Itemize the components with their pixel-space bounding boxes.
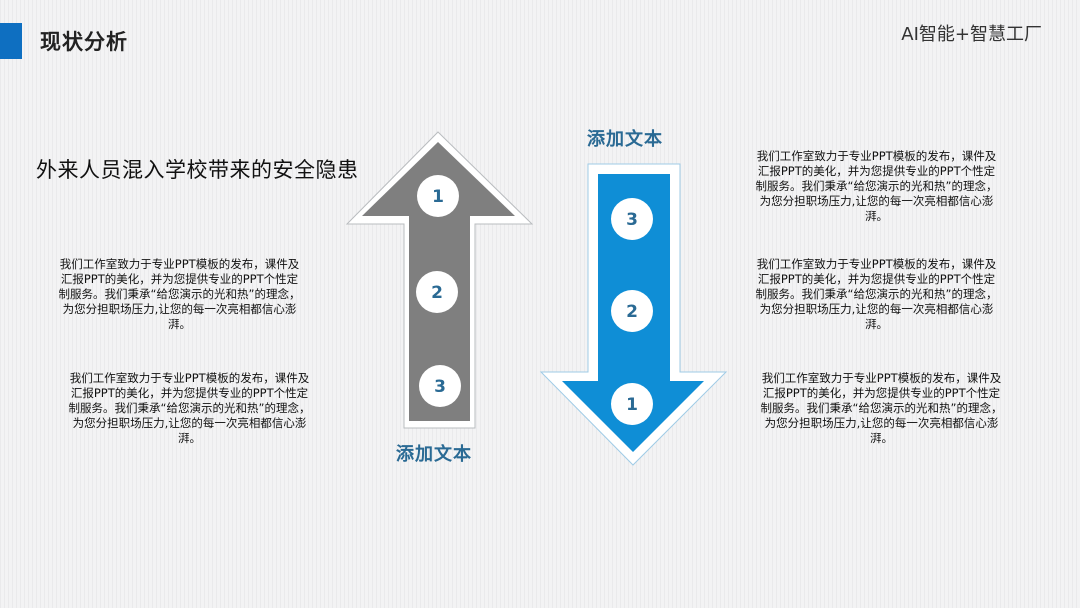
down-step-circle-2 (611, 290, 653, 332)
header-accent-bar (0, 23, 22, 59)
right-paragraph-1: 我们工作室致力于专业PPT模板的发布，课件及汇报PPT的美化，并为您提供专业的P… (755, 149, 998, 223)
up-step-circle-3 (419, 365, 461, 407)
up-step-circle-1 (417, 175, 459, 217)
slide-subtitle: 外来人员混入学校带来的安全隐患 (36, 158, 359, 182)
left-paragraph-1: 我们工作室致力于专业PPT模板的发布，课件及汇报PPT的美化，并为您提供专业的P… (58, 257, 301, 331)
up-step-number-3: 3 (434, 377, 446, 397)
down-step-number-1: 3 (626, 210, 638, 230)
brand-text: AI智能+智慧工厂 (901, 24, 1042, 45)
down-step-circle-3 (611, 383, 653, 425)
down-step-number-2: 2 (626, 302, 638, 322)
down-arrow-label: 添加文本 (587, 129, 663, 150)
up-step-number-1: 1 (432, 187, 444, 207)
up-arrow-label: 添加文本 (396, 444, 472, 465)
up-step-circle-2 (416, 271, 458, 313)
down-step-number-3: 1 (626, 395, 638, 415)
down-arrow: 3 2 1 (539, 163, 728, 466)
up-step-number-2: 2 (431, 283, 443, 303)
right-paragraph-2: 我们工作室致力于专业PPT模板的发布，课件及汇报PPT的美化，并为您提供专业的P… (755, 257, 998, 331)
right-paragraph-3: 我们工作室致力于专业PPT模板的发布，课件及汇报PPT的美化，并为您提供专业的P… (760, 371, 1003, 445)
page-title: 现状分析 (40, 30, 128, 54)
left-paragraph-2: 我们工作室致力于专业PPT模板的发布，课件及汇报PPT的美化，并为您提供专业的P… (68, 371, 311, 445)
down-step-circle-1 (611, 198, 653, 240)
up-arrow: 1 2 3 (345, 131, 534, 429)
